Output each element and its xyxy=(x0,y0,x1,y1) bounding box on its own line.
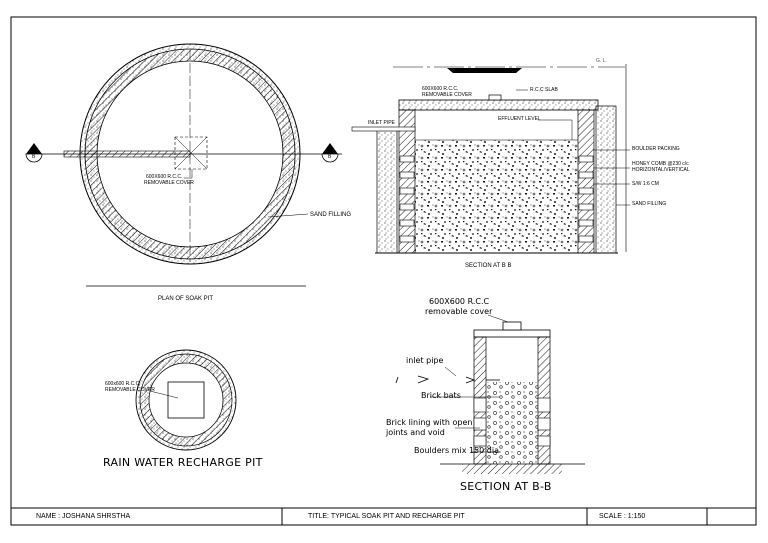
section-marker-right: B xyxy=(328,154,332,160)
recharge-cover-label: REMOVABLE COVER xyxy=(105,387,155,393)
recharge-title: RAIN WATER RECHARGE PIT xyxy=(103,456,263,469)
plan-of-soak-pit xyxy=(25,43,342,287)
top-cover-label: REMOVABLE COVER xyxy=(422,92,472,98)
plan-sand-label: SAND FILLING xyxy=(310,212,352,218)
lining-label: joints and void xyxy=(386,428,445,437)
title-block-name: NAME : JOSHANA SHRSTHA xyxy=(36,513,131,520)
top-cover-label: 600X600 R.C.C. xyxy=(422,86,459,92)
bottom-cover-label: 600X600 R.C.C xyxy=(429,297,490,306)
honeycomb-label: HONEY COMB @230 c/c xyxy=(632,161,689,167)
plan-cover-label: REMOVABLE COVER xyxy=(144,180,194,186)
lining-label: Brick lining with open xyxy=(386,418,473,427)
gl-label: G. L. xyxy=(596,58,607,64)
inlet-label: inlet pipe xyxy=(406,356,444,365)
sw-label: S/W 1:6 CM xyxy=(632,181,659,187)
section-top-title: SECTION AT B B xyxy=(465,263,512,269)
recharge-pit-plan xyxy=(135,349,237,451)
section-marker-left: B xyxy=(32,154,36,160)
plan-cover-label: 600X600 R.C.C. xyxy=(146,174,183,180)
section-bb-top xyxy=(351,64,630,254)
title-block-scale: SCALE : 1:150 xyxy=(599,513,646,520)
section-bb-bottom xyxy=(395,314,585,474)
section-bottom-title: SECTION AT B-B xyxy=(460,480,552,493)
plan-title: PLAN OF SOAK PIT xyxy=(158,296,214,302)
sheet-border xyxy=(10,16,757,526)
honeycomb-label: HORIZONTAL/VERTICAL xyxy=(632,167,690,173)
boulder-label: BOULDER PACKING xyxy=(632,146,680,152)
title-block-title: TITLE: TYPICAL SOAK PIT AND RECHARGE PIT xyxy=(308,513,465,520)
effluent-label: EFFLUENT LEVEL xyxy=(498,116,541,122)
recharge-cover-label: 600x600 R.C.C. xyxy=(105,381,141,387)
sand-label: SAND FILLING xyxy=(632,201,667,207)
slab-label: R.C.C SLAB xyxy=(530,87,558,93)
brickbats-label: Brick bats xyxy=(421,391,461,400)
boulders-label: Boulders mix 150 dia xyxy=(414,446,499,455)
inlet-pipe-label: INLET PIPE xyxy=(368,120,395,126)
bottom-cover-label: removable cover xyxy=(425,307,493,316)
